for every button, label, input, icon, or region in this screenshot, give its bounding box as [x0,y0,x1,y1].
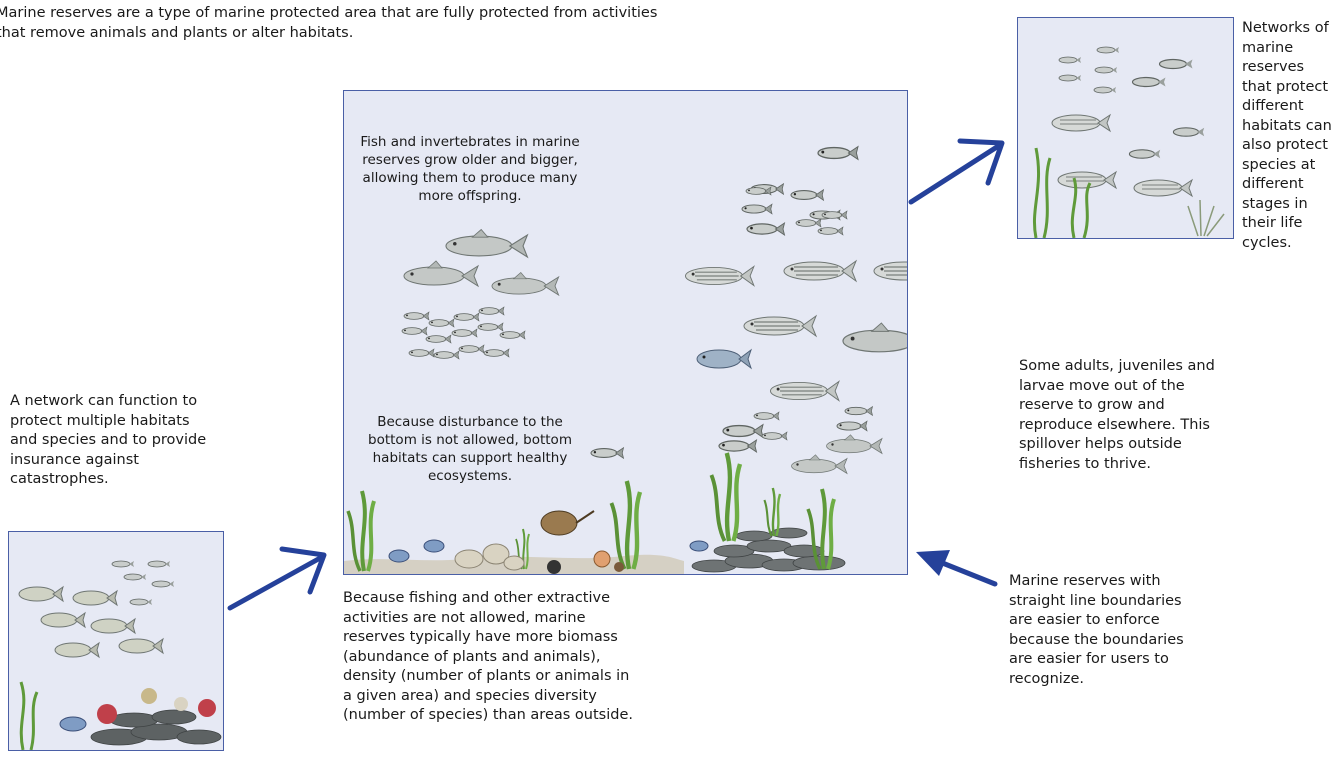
growth-text: Fish and invertebrates in marine reserve… [352,133,588,205]
network-function-panel [8,531,224,751]
network-habitats-panel [1017,17,1234,239]
fishing-text: Because fishing and other extractive act… [343,589,635,726]
bottom-habitat-text: Because disturbance to the bottom is not… [352,413,588,485]
boundaries-text: Marine reserves with straight line bound… [1009,572,1209,689]
main-reserve-panel: Fish and invertebrates in marine reserve… [343,90,908,575]
intro-text: Marine reserves are a type of marine pro… [0,4,676,43]
networks-text: Networks of marine reserves that protect… [1242,19,1332,253]
arrow-head-boundaries [916,550,950,576]
arrow-to-network-panel [911,141,1002,202]
arrow-to-main-panel [230,549,324,608]
spillover-text: Some adults, juveniles and larvae move o… [1019,357,1241,474]
arrow-boundaries [925,556,995,584]
network-function-illustration [9,532,224,751]
network-function-text: A network can function to protect multip… [10,392,210,490]
network-habitats-illustration [1018,18,1234,239]
